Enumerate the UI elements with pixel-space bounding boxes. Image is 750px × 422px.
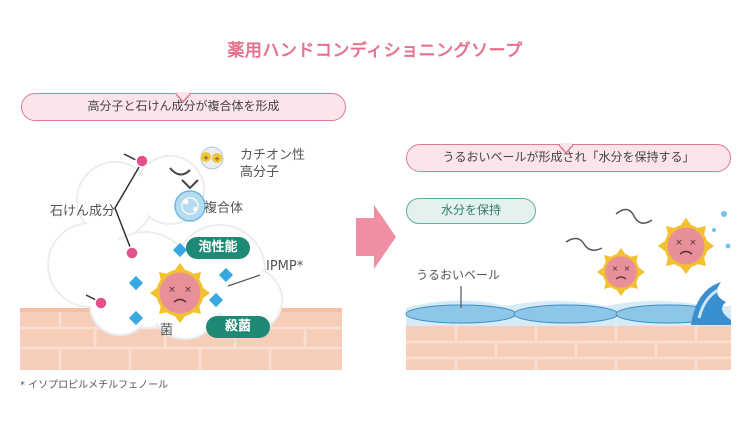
svg-text:×: ×	[168, 285, 176, 295]
svg-text:×: ×	[184, 285, 192, 295]
svg-text:+: +	[214, 155, 220, 163]
skin-layer	[406, 326, 731, 370]
soap-component-molecule	[85, 153, 149, 310]
moisture-veil-label: うるおいベール	[416, 268, 501, 282]
svg-text:×: ×	[624, 264, 631, 273]
svg-text:×: ×	[675, 238, 683, 248]
page-title: 薬用ハンドコンディショニングソープ	[227, 41, 523, 61]
complex-label: 複合体	[204, 201, 244, 216]
right-illustration-graphic: × × × ×	[405, 208, 731, 370]
bacterium-icon: × ×	[597, 248, 645, 296]
callout-tail	[558, 143, 574, 155]
svg-text:×: ×	[612, 264, 619, 273]
moisture-veil-text: うるおいベールが形成され「水分を保持する」	[442, 150, 695, 164]
foam-performance-tag: 泡性能	[186, 237, 250, 259]
soap-component-label: 石けん成分	[50, 204, 116, 219]
cationic-polymer-label: カチオン性 高分子	[240, 147, 305, 181]
cationic-polymer-line2: 高分子	[240, 165, 280, 180]
bacterium-icon: × ×	[150, 263, 210, 323]
ipmp-leader-line	[227, 274, 261, 287]
svg-text:+: +	[203, 154, 209, 162]
right-illustration: × × × × 水分を保持 うるおいベール	[405, 190, 731, 370]
left-illustration: + + × ×	[20, 130, 350, 370]
cationic-polymer-icon: + +	[200, 146, 224, 170]
complex-icon	[174, 190, 206, 222]
bacterium-icon: × ×	[658, 218, 714, 274]
svg-text:×: ×	[689, 238, 697, 248]
reaction-arrow	[169, 167, 191, 176]
water-droplets	[712, 211, 731, 249]
bacteria-label: 菌	[160, 323, 174, 338]
callout-tail	[175, 92, 191, 104]
cationic-polymer-line1: カチオン性	[240, 148, 306, 163]
left-illustration-graphic: + + × ×	[20, 146, 342, 370]
ipmp-label: IPMP*	[266, 259, 304, 274]
wave-splash	[691, 282, 731, 325]
complex-formation-callout: 高分子と石けん成分が複合体を形成	[21, 92, 346, 121]
complex-formation-text: 高分子と石けん成分が複合体を形成	[87, 99, 280, 113]
moisture-veil	[405, 300, 731, 326]
sterilization-tag: 殺菌	[206, 316, 270, 338]
footnote: * イソプロピルメチルフェノール	[20, 380, 169, 391]
moisture-veil-callout: うるおいベールが形成され「水分を保持する」	[406, 143, 731, 172]
retain-moisture-tag: 水分を保持	[406, 198, 536, 224]
repel-motion-lines	[565, 208, 653, 251]
